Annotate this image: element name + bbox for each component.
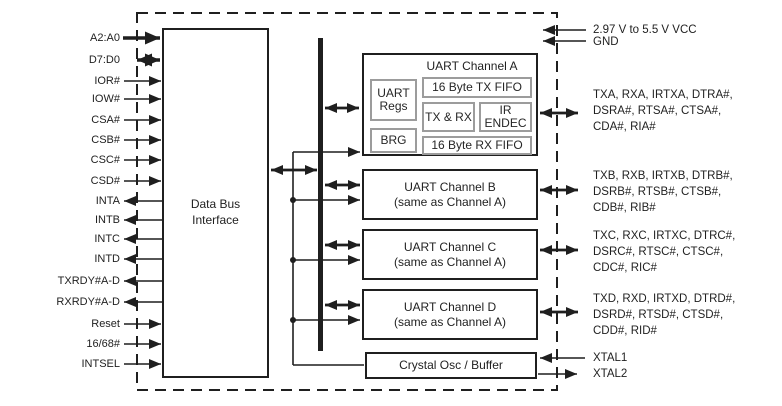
channel-b-pins-line1: TXB, RXB, IRTXB, DTRB#, — [593, 170, 733, 182]
channel-a-pins-line3: CDA#, RIA# — [593, 121, 656, 133]
xtal2-label: XTAL2 — [593, 368, 628, 380]
uart-channel-b-title: UART Channel B — [404, 179, 496, 194]
ir-endec-label-line2: ENDEC — [484, 116, 527, 130]
channel-c-pin-list: TXC, RXC, IRTXC, DTRC#, DSRC#, RTSC#, CT… — [593, 228, 735, 276]
channel-a-pins-line1: TXA, RXA, IRTXA, DTRA#, — [593, 89, 733, 101]
pin-label-rxrdy: RXRDY#A-D — [56, 296, 120, 308]
xtal1-label: XTAL1 — [593, 352, 628, 364]
pin-label-csd: CSD# — [90, 175, 120, 187]
channel-b-pin-list: TXB, RXB, IRTXB, DTRB#, DSRB#, RTSB#, CT… — [593, 168, 733, 216]
pin-label-txrdy: TXRDY#A-D — [57, 275, 120, 287]
uart-channel-d-title: UART Channel D — [403, 299, 497, 314]
pin-label-intc: INTC — [94, 233, 120, 245]
pin-label-ior: IOR# — [94, 75, 120, 87]
data-bus-interface-label: Data Bus Interface — [164, 30, 267, 228]
pin-label-intsel: INTSEL — [81, 358, 120, 370]
data-bus-interface-label-line2: Interface — [192, 213, 239, 227]
uart-channel-a-title: UART Channel A — [426, 59, 518, 73]
uart-channel-b-subtitle: (same as Channel A) — [393, 194, 507, 209]
channel-a-pins-line2: DSRA#, RTSA#, CTSA#, — [593, 105, 722, 117]
uart-channel-c-subtitle: (same as Channel A) — [393, 254, 507, 269]
pin-label-a2a0: A2:A0 — [90, 32, 120, 44]
pin-label-csc: CSC# — [90, 154, 120, 166]
uart-channel-c-title: UART Channel C — [403, 239, 497, 254]
pin-label-d7d0: D7:D0 — [88, 54, 120, 66]
channel-c-pins-line1: TXC, RXC, IRTXC, DTRC#, — [593, 230, 736, 242]
pin-label-intb: INTB — [94, 214, 120, 226]
channel-d-pins-line2: DSRD#, RTSD#, CTSD#, — [593, 309, 724, 321]
uart-channel-d-block: UART Channel D (same as Channel A) — [362, 289, 538, 340]
channel-b-pins-line3: CDB#, RIB# — [593, 202, 656, 214]
uart-regs-label-line1: UART — [377, 86, 410, 100]
power-label-gnd: GND — [593, 36, 619, 48]
uart-regs-block: UART Regs — [370, 79, 417, 121]
pin-label-iow: IOW# — [91, 93, 120, 105]
channel-d-pins-line1: TXD, RXD, IRTXD, DTRD#, — [593, 293, 736, 305]
pin-label-inta: INTA — [95, 195, 120, 207]
pin-label-reset: Reset — [91, 318, 120, 330]
pin-label-1668: 16/68# — [86, 338, 120, 350]
pin-label-csa: CSA# — [91, 114, 120, 126]
uart-channel-c-block: UART Channel C (same as Channel A) — [362, 229, 538, 280]
data-bus-interface-label-line1: Data Bus — [190, 197, 241, 211]
uart-channel-a-block: UART Channel A UART Regs BRG 16 Byte TX … — [362, 53, 538, 156]
ir-endec-block: IR ENDEC — [479, 102, 532, 132]
channel-b-pins-line2: DSRB#, RTSB#, CTSB#, — [593, 186, 722, 198]
tx-rx-block: TX & RX — [422, 102, 475, 132]
rx-fifo-block: 16 Byte RX FIFO — [422, 136, 532, 155]
uart-regs-label-line2: Regs — [379, 99, 408, 113]
channel-c-pins-line2: DSRC#, RTSC#, CTSC#, — [593, 246, 724, 258]
channel-a-pin-list: TXA, RXA, IRTXA, DTRA#, DSRA#, RTSA#, CT… — [593, 87, 733, 135]
pin-label-intd: INTD — [94, 253, 120, 265]
channel-d-pin-list: TXD, RXD, IRTXD, DTRD#, DSRD#, RTSD#, CT… — [593, 291, 735, 339]
data-bus-interface-block: Data Bus Interface — [162, 28, 269, 378]
crystal-osc-buffer-block: Crystal Osc / Buffer — [365, 352, 537, 379]
pin-label-csb: CSB# — [91, 134, 120, 146]
ir-endec-label-line1: IR — [499, 103, 512, 117]
power-label-vcc: 2.97 V to 5.5 V VCC — [593, 24, 697, 36]
brg-block: BRG — [370, 128, 417, 153]
channel-c-pins-line3: CDC#, RIC# — [593, 262, 657, 274]
uart-channel-b-block: UART Channel B (same as Channel A) — [362, 169, 538, 220]
uart-channel-d-subtitle: (same as Channel A) — [393, 314, 507, 329]
tx-fifo-block: 16 Byte TX FIFO — [422, 77, 532, 98]
channel-d-pins-line3: CDD#, RID# — [593, 325, 657, 337]
